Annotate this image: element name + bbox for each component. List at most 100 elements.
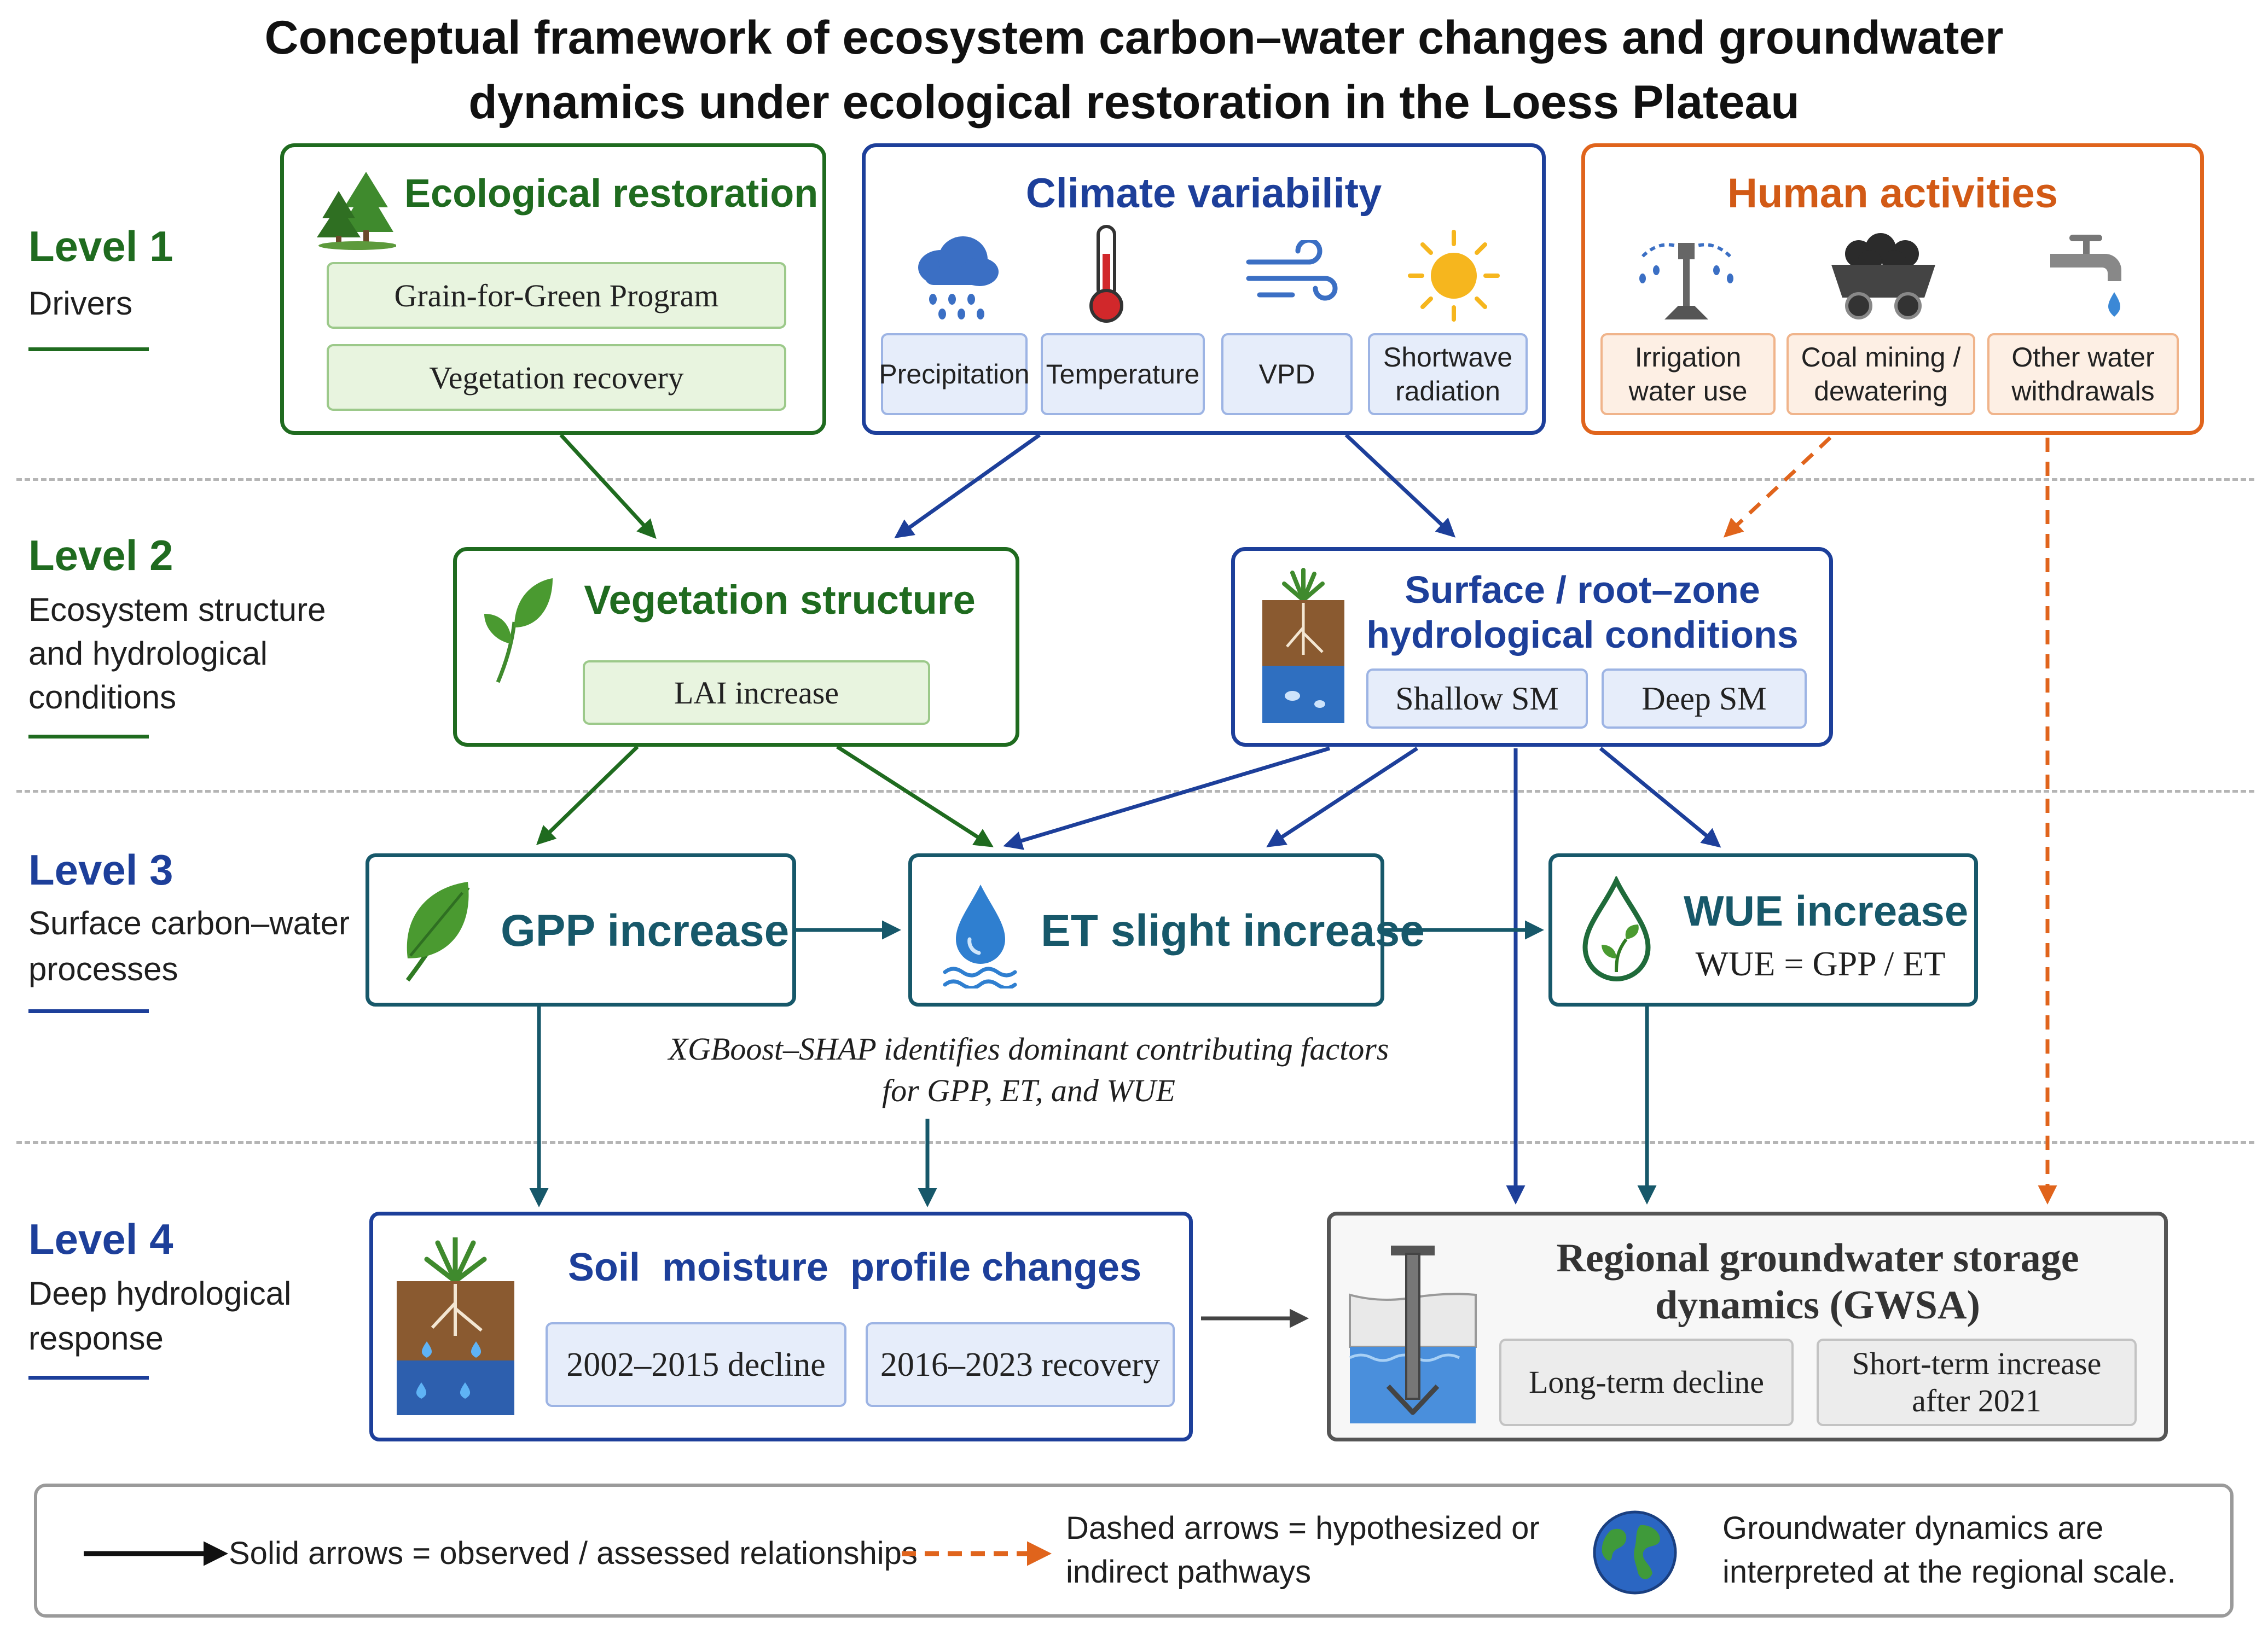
groundwater-title-line-2: dynamics (GWSA) — [1655, 1283, 1981, 1328]
level-4-label-line-1: Deep hydrological — [28, 1275, 292, 1312]
chip-coal-mining-dewatering: Coal mining / dewatering — [1786, 333, 1975, 415]
level-3-underline — [28, 1009, 149, 1013]
root-zone-hydrology-box: Surface / root–zone hydrological conditi… — [1231, 547, 1833, 747]
globe-icon — [1593, 1510, 1677, 1595]
soil-moisture-box: Soil moisture profile changes 2002–2015 … — [369, 1212, 1193, 1441]
et-increase-label: ET slight increase — [1041, 906, 1425, 956]
water-drop-icon — [943, 885, 1017, 988]
xgboost-shap-note: XGBoost–SHAP identifies dominant contrib… — [591, 1028, 1466, 1112]
well-icon — [1349, 1246, 1477, 1423]
groundwater-title-line-1: Regional groundwater storage — [1556, 1236, 2079, 1281]
soil-profile-icon — [397, 1237, 514, 1415]
title-line-1: Conceptual framework of ecosystem carbon… — [264, 11, 2004, 64]
legend-box: Solid arrows = observed / assessed relat… — [34, 1484, 2234, 1618]
level-2-label-line-1: Ecosystem structure — [28, 591, 326, 628]
chip-2016-2023-recovery: 2016–2023 recovery — [866, 1322, 1175, 1407]
level-2-label-line-3: conditions — [28, 679, 177, 716]
human-activities-title: Human activities — [1727, 170, 2058, 217]
root-zone-hydrology-title-line-2: hydrological conditions — [1366, 613, 1799, 656]
legend-globe-line-1: Groundwater dynamics are — [1722, 1510, 2104, 1546]
coal-cart-icon — [1831, 233, 1935, 319]
legend-globe-label: Groundwater dynamics are interpreted at … — [1722, 1507, 2176, 1594]
figure-title: Conceptual framework of ecosystem carbon… — [0, 5, 2268, 135]
vegetation-structure-title: Vegetation structure — [584, 577, 976, 623]
level-2-underline — [28, 735, 149, 739]
chip-vegetation-recovery: Vegetation recovery — [327, 344, 786, 411]
note-line-1: XGBoost–SHAP identifies dominant contrib… — [668, 1031, 1389, 1067]
level-3-label-line-2: processes — [28, 951, 178, 987]
solid-arrow-icon — [84, 1541, 228, 1566]
ecological-restoration-title: Ecological restoration — [404, 172, 819, 216]
arrow-climate-to-hydro — [1344, 433, 1456, 538]
level-2-heading: Level 2 — [28, 531, 173, 579]
chip-shallow-sm: Shallow SM — [1366, 668, 1588, 729]
leaf-icon — [484, 578, 553, 683]
et-increase-box: ET slight increase — [908, 853, 1425, 1007]
arrow-eco-to-veg — [559, 433, 657, 539]
sprinkler-icon — [1638, 243, 1735, 319]
chip-irrigation-water-use: Irrigation water use — [1600, 333, 1776, 415]
vegetation-structure-box: Vegetation structure LAI increase — [453, 547, 1019, 747]
level-4-label-line-2: response — [28, 1320, 164, 1357]
chip-precipitation: Precipitation — [879, 333, 1030, 415]
wue-drop-icon — [1582, 876, 1651, 981]
chip-lai-increase: LAI increase — [583, 660, 930, 725]
title-line-2: dynamics under ecological restoration in… — [468, 76, 1800, 129]
note-line-2: for GPP, ET, and WUE — [882, 1073, 1175, 1108]
chip-deep-sm: Deep SM — [1602, 668, 1807, 729]
legend-dashed-line-2: indirect pathways — [1066, 1554, 1312, 1590]
legend-dashed-label: Dashed arrows = hypothesized or indirect… — [1066, 1507, 1540, 1594]
chip-short-term-increase: Short-term increase after 2021 — [1817, 1339, 2137, 1426]
level-3-label-line-1: Surface carbon–water — [28, 905, 350, 941]
soil-profile-icon — [1262, 568, 1344, 723]
level-separator — [16, 1141, 2254, 1144]
legend-solid-label: Solid arrows = observed / assessed relat… — [229, 1536, 918, 1571]
level-4-underline — [28, 1376, 149, 1380]
groundwater-storage-box: Regional groundwater storage dynamics (G… — [1327, 1212, 2168, 1441]
chip-vpd: VPD — [1221, 333, 1353, 415]
gpp-increase-box: GPP increase — [366, 853, 796, 1007]
rain-cloud-icon — [918, 236, 999, 319]
climate-variability-box: Climate variability Precipitation Temper… — [862, 143, 1546, 435]
arrow-human-to-hydro — [1723, 436, 1832, 538]
thermometer-icon — [1089, 225, 1123, 323]
arrow-hydro-to-et-1 — [1003, 746, 1331, 850]
arrow-climate-to-veg — [894, 433, 1041, 539]
human-activities-box: Human activities Irrigation water use Co… — [1581, 143, 2204, 435]
chip-2002-2015-decline: 2002–2015 decline — [546, 1322, 846, 1407]
arrow-veg-to-et — [836, 745, 994, 847]
trees-icon — [317, 172, 396, 250]
level-separator — [16, 790, 2254, 793]
level-2-label-line-2: and hydrological — [28, 635, 268, 672]
level-4-heading: Level 4 — [28, 1215, 173, 1263]
chip-other-water-withdrawals: Other water withdrawals — [1987, 333, 2179, 415]
legend-globe-line-2: interpreted at the regional scale. — [1722, 1554, 2176, 1590]
level-separator — [16, 478, 2254, 481]
chip-temperature: Temperature — [1041, 333, 1205, 415]
level-1-heading: Level 1 — [28, 222, 173, 270]
chip-grain-for-green: Grain-for-Green Program — [327, 262, 786, 329]
level-1-underline — [28, 347, 149, 351]
chip-long-term-decline: Long-term decline — [1499, 1339, 1794, 1426]
level-1-label: Drivers — [28, 285, 132, 322]
wue-increase-box: WUE increase WUE = GPP / ET — [1548, 853, 1978, 1007]
ecological-restoration-box: Ecological restoration Grain-for-Green P… — [280, 143, 826, 435]
leaf-icon — [405, 882, 470, 982]
arrow-hydro-to-wue — [1599, 747, 1721, 848]
arrow-hydro-to-et-2 — [1266, 747, 1418, 847]
level-3-heading: Level 3 — [28, 846, 173, 894]
root-zone-hydrology-title-line-1: Surface / root–zone — [1405, 568, 1760, 611]
wue-increase-label: WUE increase — [1684, 887, 1969, 935]
chip-shortwave-radiation: Shortwave radiation — [1368, 333, 1528, 415]
legend-dashed-line-1: Dashed arrows = hypothesized or — [1066, 1510, 1540, 1546]
wind-icon — [1246, 240, 1338, 301]
faucet-icon — [2050, 235, 2121, 317]
sun-icon — [1408, 230, 1500, 322]
gpp-increase-label: GPP increase — [501, 906, 790, 956]
dashed-arrow-icon — [902, 1541, 1052, 1566]
soil-moisture-title: Soil moisture profile changes — [567, 1246, 1142, 1289]
arrow-veg-to-gpp — [536, 745, 639, 845]
climate-variability-title: Climate variability — [1025, 170, 1382, 217]
wue-formula: WUE = GPP / ET — [1695, 944, 1946, 983]
